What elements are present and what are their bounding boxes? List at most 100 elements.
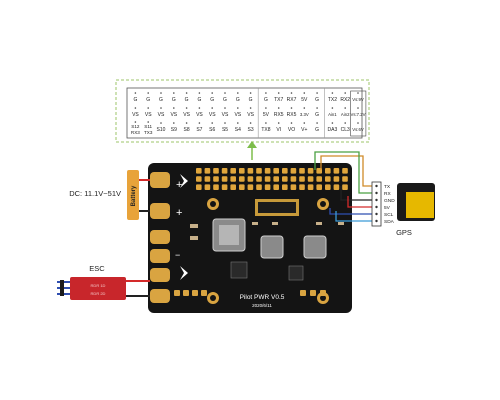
header-pin: [316, 176, 322, 182]
pin-dot: [160, 107, 162, 109]
pin-label: Vs:6V: [352, 127, 364, 132]
pin-dot: [211, 92, 213, 94]
pin-dot: [185, 107, 188, 109]
header-pin: [213, 168, 219, 174]
pin-label: G: [197, 97, 201, 103]
pin-label: Ain1: [328, 112, 337, 117]
pin-dot: [331, 122, 334, 124]
pin-label: Vs:9V: [352, 97, 364, 102]
pin-dot: [357, 92, 359, 94]
pin-dot: [134, 121, 137, 123]
header-pin: [325, 168, 331, 174]
esc-label: ESC: [89, 264, 105, 273]
pin-dot: [316, 92, 318, 94]
pin-label: S10: [157, 127, 166, 133]
bottom-pad-row: [174, 290, 326, 296]
pad-esc-2: [150, 249, 170, 263]
header-pin: [204, 168, 211, 174]
direction-chevron-icon-2: [180, 266, 188, 280]
pin-dot: [173, 122, 175, 124]
inductor-2: [260, 235, 284, 259]
pin-dot: [147, 121, 149, 123]
gps-label: GPS: [396, 228, 412, 237]
header-pin: [299, 168, 305, 174]
regulator-chip: [230, 261, 248, 279]
pin-label: TX7: [274, 97, 283, 103]
header-pin: [213, 184, 219, 190]
pad-battery-positive: [150, 172, 170, 188]
header-pin: [221, 184, 228, 190]
pin-dot: [290, 107, 293, 109]
pin-label: S6: [209, 127, 215, 133]
pin-dot: [303, 107, 306, 109]
pin-label: VI: [276, 127, 281, 133]
pin-dot: [316, 107, 318, 109]
pin-dot: [198, 92, 201, 94]
pin-label: VS: [209, 112, 216, 118]
header-pin: [256, 184, 262, 190]
battery-body: [127, 170, 139, 220]
bottom-pad: [183, 290, 189, 296]
pin-dot: [147, 92, 149, 94]
pin-dot: [198, 107, 201, 109]
gps-pin-dot: [375, 205, 378, 209]
gps-pin-dot: [375, 219, 378, 223]
pin-dot: [237, 92, 239, 94]
pin-dot: [277, 107, 280, 109]
header-pin: [239, 184, 245, 190]
pin-dot: [134, 107, 137, 109]
pin-label: S9: [171, 127, 177, 133]
pin-dot: [237, 107, 239, 109]
pin-dot: [331, 92, 334, 94]
pin-label: VS: [145, 112, 152, 118]
pin-dot: [160, 122, 162, 124]
svg-text:+: +: [176, 179, 182, 191]
gps-pin-dot: [375, 184, 378, 188]
pin-dot: [249, 107, 252, 109]
board-date-label: 2020/6/11: [252, 303, 272, 308]
header-pin: [230, 176, 236, 182]
pin-label: 3.3V: [300, 112, 309, 117]
header-pin: [299, 176, 305, 182]
pin-label: VS: [158, 112, 165, 118]
bottom-pad: [201, 290, 207, 296]
pad-esc-1: [150, 230, 170, 244]
gps-wire-tx: [320, 155, 372, 187]
gps-pin-label: TX: [384, 184, 391, 190]
header-pin: [213, 176, 219, 182]
pin-table-frame: [126, 87, 363, 139]
header-pin: [282, 176, 288, 182]
pin-dot: [344, 122, 347, 124]
pin-dot: [198, 122, 201, 124]
header-pin: [196, 184, 202, 190]
header-pin: [273, 176, 279, 182]
esc-marking-1: RDR 1D: [91, 283, 106, 288]
gps-pin-label: SDA: [384, 219, 395, 225]
gps-wire-gnd: [340, 186, 372, 201]
pin-label: TX2: [328, 97, 337, 103]
header-pin: [247, 184, 254, 190]
header-pin: [273, 184, 279, 190]
pin-dot: [211, 107, 213, 109]
pin-dot: [316, 122, 318, 124]
pin-dot: [290, 122, 293, 124]
pin-label: S11: [144, 124, 152, 129]
pilot-pwr-board: + + − Pilot PWR V0.5 20: [148, 163, 352, 313]
pin-dot: [160, 92, 162, 94]
pin-label: RX5: [274, 112, 284, 118]
pin-dot: [185, 122, 188, 124]
pin-label: S7: [196, 127, 202, 133]
pad-esc-3: [150, 268, 170, 282]
header-pin: [325, 176, 331, 182]
direction-chevron-icon: [180, 174, 188, 188]
pin-table-dashed-border: [115, 79, 370, 143]
pin-label: S8: [184, 127, 190, 133]
pin-label: RX5: [287, 112, 297, 118]
pin-label: VS: [170, 112, 177, 118]
bottom-pad: [320, 290, 326, 296]
gps-pin-label: 5V: [384, 205, 391, 211]
pin-label: VS: [132, 112, 139, 118]
pin-dot: [224, 92, 226, 94]
header-pin: [342, 184, 348, 190]
